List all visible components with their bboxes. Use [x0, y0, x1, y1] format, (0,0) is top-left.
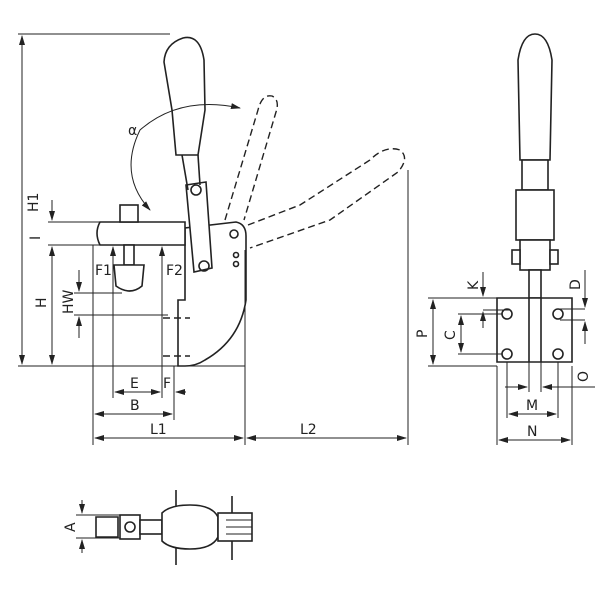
label-alpha: α — [128, 123, 137, 139]
front-pivot-block — [519, 239, 551, 271]
pressure-foot — [113, 264, 145, 292]
clamp-body — [177, 221, 247, 367]
label-HW: HW — [61, 289, 77, 314]
link-pivot — [198, 260, 210, 272]
mounting-hole — [552, 308, 564, 320]
pivot-hole — [229, 229, 239, 239]
front-handle — [517, 33, 553, 161]
handle-open-position-mid — [224, 95, 279, 221]
side-view: α H1 I H HW F1 F2 E F B L1 L2 — [18, 33, 409, 445]
body-hole — [232, 251, 240, 259]
label-N: N — [527, 424, 537, 440]
label-K: K — [466, 280, 482, 290]
label-A: A — [63, 522, 79, 532]
front-linkage — [515, 189, 555, 241]
label-F: F — [163, 376, 171, 392]
top-view: A — [63, 490, 253, 565]
top-handle-grip — [161, 504, 219, 550]
base-plate — [496, 297, 573, 363]
front-upright — [528, 269, 542, 299]
mounting-hole — [552, 348, 564, 360]
spindle-shaft — [123, 244, 135, 266]
body-hole — [232, 260, 240, 268]
label-L1: L1 — [150, 422, 167, 438]
label-H1: H1 — [26, 193, 42, 212]
label-F1: F1 — [95, 263, 112, 279]
handle — [163, 36, 206, 156]
label-F2: F2 — [166, 263, 183, 279]
angle-arc — [130, 103, 241, 211]
label-B: B — [130, 398, 140, 414]
label-C: C — [443, 330, 459, 340]
top-spindle-arm — [95, 516, 119, 538]
label-D: D — [568, 279, 584, 290]
label-I: I — [28, 236, 44, 240]
label-H: H — [34, 297, 50, 308]
top-spindle-nut — [119, 514, 141, 540]
front-view: K D P C O M N — [415, 33, 595, 445]
label-E: E — [130, 376, 139, 392]
label-M: M — [526, 398, 538, 414]
label-L2: L2 — [300, 422, 317, 438]
front-handle-neck — [521, 159, 549, 191]
label-P: P — [415, 330, 431, 338]
spindle-arm — [96, 221, 186, 246]
spindle-nut — [119, 204, 139, 223]
handle-open-position-full — [247, 148, 406, 249]
label-O: O — [576, 371, 592, 382]
